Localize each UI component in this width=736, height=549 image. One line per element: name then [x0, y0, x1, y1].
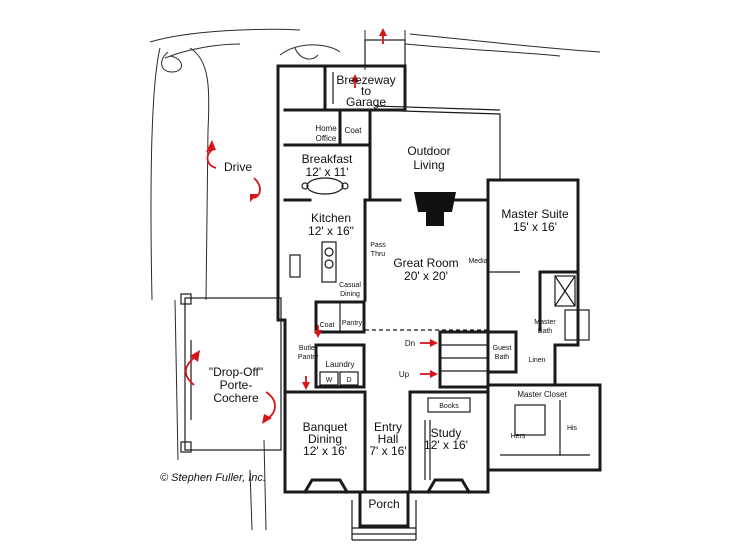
butler-pantry-label-2: Pantry: [298, 354, 319, 361]
casual-dining-label-1: Casual: [339, 282, 361, 289]
guest-bath-label-1: Guest: [493, 345, 512, 352]
casual-dining-label-2: Dining: [340, 291, 360, 298]
house-walls: [276, 64, 602, 494]
banquet-dining-size: 12' x 16': [303, 444, 347, 458]
outdoor-living-label-1: Outdoor: [407, 144, 450, 158]
hers-label: Hers: [511, 433, 526, 440]
drive-label: Drive: [224, 160, 252, 174]
master-closet-label: Master Closet: [517, 390, 567, 399]
kitchen-fixtures: [289, 177, 349, 283]
home-office-label-2: Office: [316, 134, 337, 143]
laundry-label: Laundry: [326, 360, 355, 369]
kitchen-label: Kitchen: [311, 211, 351, 225]
entry-hall-label-1: Entry: [374, 420, 402, 434]
books-label: Books: [439, 403, 459, 410]
breakfast-size: 12' x 11': [305, 165, 348, 179]
porch-structure: [302, 478, 472, 541]
study-label: Study: [431, 426, 462, 440]
porte-cochere-label-2: Porte-: [220, 378, 253, 392]
dryer-label: D: [346, 377, 351, 384]
banquet-dining-label-2: Dining: [308, 432, 342, 446]
linen-label: Linen: [528, 357, 545, 364]
red-arrows: [184, 28, 438, 424]
outdoor-living-label-2: Living: [413, 158, 444, 172]
kitchen-size: 12' x 16": [308, 224, 354, 238]
porch-label: Porch: [368, 497, 399, 511]
copyright-credit: © Stephen Fuller, Inc.: [160, 472, 266, 484]
driveway-sketch: [149, 28, 601, 531]
pantry-label: Pantry: [342, 320, 363, 327]
breezeway-label-1: Breezeway: [336, 73, 395, 87]
entry-hall-size: 7' x 16': [369, 444, 406, 458]
guest-bath-label-2: Bath: [495, 354, 510, 361]
home-office-label-1: Home: [315, 124, 337, 133]
master-suite-size: 15' x 16': [513, 220, 557, 234]
study-size: 12' x 16': [424, 438, 468, 452]
pass-thru-label-2: Thru: [371, 251, 386, 258]
master-suite-label: Master Suite: [501, 207, 569, 221]
breezeway-label-3: Garage: [346, 95, 386, 109]
fireplace-icon: [414, 192, 456, 226]
breakfast-label: Breakfast: [302, 152, 353, 166]
his-label: His: [567, 425, 578, 432]
washer-label: W: [326, 377, 333, 384]
coat-top-label: Coat: [345, 126, 363, 135]
porte-cochere-label-3: Cochere: [213, 391, 259, 405]
pass-thru-label-1: Pass: [370, 242, 386, 249]
entry-hall-label-2: Hall: [378, 432, 399, 446]
great-room-label: Great Room: [393, 256, 458, 270]
breezeway-label-2: to: [361, 84, 371, 98]
stairs-up-label: Up: [399, 370, 410, 379]
butler-pantry-label-1: Butler: [299, 345, 318, 352]
master-bath-label-2: Bath: [538, 328, 553, 335]
porte-cochere-label-1: "Drop-Off": [209, 365, 263, 379]
media-label: Media: [468, 258, 487, 265]
master-bath-label-1: Master: [534, 319, 556, 326]
porte-cochere-structure: [180, 293, 282, 453]
coat-mid-label: Coat: [320, 322, 335, 329]
stairs-down-label: Dn: [405, 339, 415, 348]
great-room-size: 20' x 20': [404, 269, 448, 283]
banquet-dining-label-1: Banquet: [303, 420, 348, 434]
